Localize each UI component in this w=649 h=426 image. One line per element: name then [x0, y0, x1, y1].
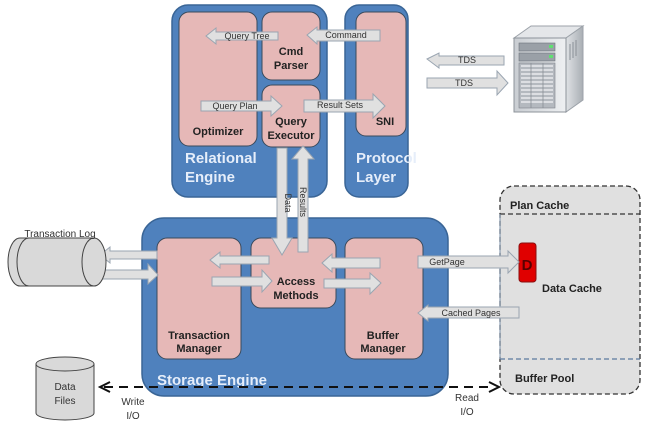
buffer-pool: Plan Cache D Data Cache Buffer Pool	[499, 185, 641, 395]
data-files[interactable]: Data Files	[35, 356, 95, 421]
result-sets-arrow	[303, 92, 386, 120]
buffer-to-access-arrow	[321, 252, 381, 274]
protocol-layer-title-2: Layer	[356, 169, 396, 186]
drive-bay-2	[518, 52, 556, 62]
status-led-1	[549, 45, 553, 48]
buffer-manager-label-1: Buffer	[367, 330, 400, 342]
txn-log-in-arrow	[100, 262, 159, 286]
read-io-label-2: I/O	[460, 407, 474, 418]
buffer-manager-label-2: Manager	[360, 343, 406, 355]
relational-engine-title-1: Relational	[185, 150, 257, 167]
buffer-pool-box	[499, 185, 641, 395]
query-tree-label: Query Tree	[224, 31, 269, 41]
cylinder-ring	[16, 237, 30, 287]
transaction-manager-label-2: Manager	[176, 343, 222, 355]
results-label: Results	[298, 187, 308, 218]
read-io-label-1: Read	[455, 393, 479, 404]
sni-label: SNI	[376, 116, 394, 128]
access-methods-box[interactable]	[250, 237, 337, 309]
data-page-letter: D	[522, 257, 533, 274]
write-io-label-1: Write	[121, 397, 145, 408]
grille-columns	[530, 63, 544, 108]
grille-lines	[521, 65, 553, 103]
command-label: Command	[325, 30, 367, 40]
cmd-parser-label-2: Parser	[274, 60, 309, 72]
cached-pages-arrow	[417, 303, 520, 323]
tds-out-arrow	[426, 69, 509, 97]
cmd-parser-label-1: Cmd	[279, 46, 303, 58]
result-sets-label: Result Sets	[317, 100, 364, 110]
tds-out-label: TDS	[455, 78, 473, 88]
storage-engine-title: Storage Engine	[157, 372, 267, 389]
protocol-layer-title-1: Protocol	[356, 150, 417, 167]
data-arrow	[271, 147, 293, 256]
getpage-arrow	[417, 249, 520, 275]
io-line: Write I/O Read I/O	[97, 381, 502, 422]
optimizer-box[interactable]	[178, 11, 258, 147]
drive-bay-1	[518, 42, 556, 52]
query-plan-arrow	[200, 94, 283, 118]
tds-in-arrow	[426, 52, 505, 69]
command-arrow	[306, 25, 381, 46]
write-io-label-2: I/O	[126, 411, 140, 422]
access-methods-label-2: Methods	[273, 290, 318, 302]
query-executor-label-2: Executor	[267, 130, 315, 142]
data-files-label-2: Files	[54, 396, 75, 407]
txn-log-out-arrow	[99, 245, 158, 265]
optimizer-label: Optimizer	[193, 126, 244, 138]
access-to-buffer-arrow	[323, 271, 382, 296]
arrows	[99, 25, 520, 323]
access-to-txn-arrow	[209, 250, 270, 270]
access-methods-label-1: Access	[277, 276, 316, 288]
query-plan-label: Query Plan	[212, 101, 257, 111]
server-icon[interactable]	[512, 25, 585, 113]
cmd-parser-box[interactable]	[261, 11, 321, 81]
plan-cache-label[interactable]: Plan Cache	[510, 200, 569, 212]
storage-engine: Transaction Manager Access Methods Buffe…	[141, 217, 449, 397]
status-led-2	[549, 55, 553, 58]
write-arrowhead-icon	[97, 381, 111, 393]
data-label: Data	[283, 193, 293, 212]
read-arrowhead-icon	[488, 381, 502, 393]
data-files-cylinder-icon	[35, 364, 95, 421]
results-arrow	[290, 145, 316, 253]
transaction-log-label: Transaction Log	[24, 229, 95, 240]
query-executor-label-1: Query	[275, 116, 308, 128]
transaction-log-cylinder-icon	[7, 237, 107, 287]
relational-engine-title-2: Engine	[185, 169, 235, 186]
buffer-pool-label[interactable]: Buffer Pool	[515, 373, 574, 385]
transaction-manager-label-1: Transaction	[168, 330, 230, 342]
cylinder-end	[81, 237, 95, 287]
data-cache-label[interactable]: Data Cache	[542, 283, 602, 295]
data-files-label-1: Data	[54, 382, 76, 393]
transaction-log[interactable]: Transaction Log	[7, 229, 107, 287]
server-side	[565, 25, 584, 113]
getpage-label: GetPage	[429, 257, 465, 267]
cached-pages-label: Cached Pages	[441, 308, 501, 318]
side-vents	[569, 40, 577, 60]
cylinder-top	[35, 356, 95, 372]
txn-to-access-arrow	[211, 268, 273, 294]
tds-in-label: TDS	[458, 55, 476, 65]
query-tree-arrow	[205, 26, 279, 46]
